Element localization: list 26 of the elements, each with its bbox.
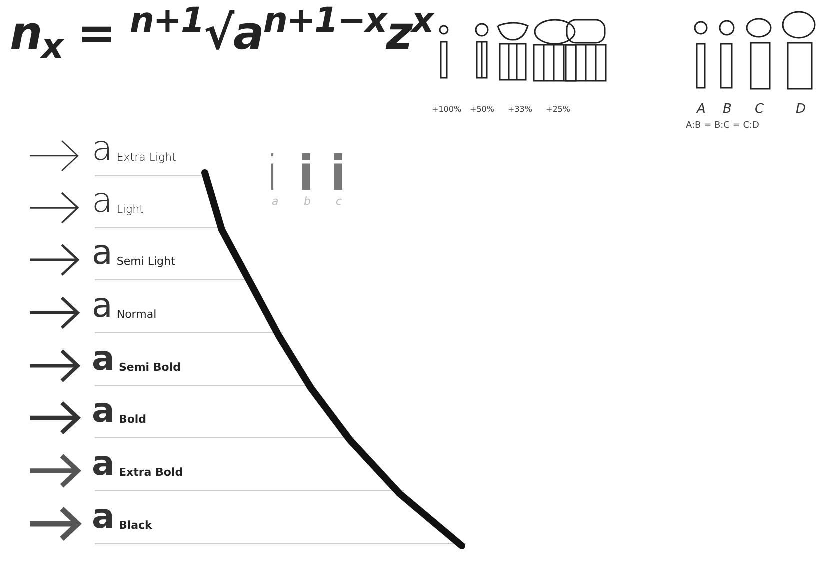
weight-name: Extra Bold	[118, 467, 184, 481]
weight-name: Semi Bold	[118, 362, 181, 376]
weight-name: Extra Light	[116, 152, 176, 166]
sample-glyph: a	[92, 342, 115, 376]
percent-label: +50%	[470, 104, 494, 116]
sample-glyph: a	[92, 132, 113, 166]
weight-name: Black	[118, 520, 152, 534]
percent-label: +100%	[432, 104, 462, 116]
column-letter: D	[796, 101, 806, 119]
percent-label: +25%	[546, 104, 570, 116]
ratio-label: A:B = B:C = C:D	[686, 120, 760, 133]
formula: n$_{x}$ = $^{n+1}$√a$^{n+1−x}$z$^{x}$	[10, 6, 433, 60]
sample-glyph: a	[92, 184, 113, 218]
sample-glyph: a	[92, 447, 115, 481]
column-letter: B	[723, 101, 732, 119]
sample-glyph: a	[92, 236, 113, 270]
weight-name: Semi Light	[116, 256, 176, 270]
sample-glyph: a	[92, 289, 113, 323]
percent-label: +33%	[508, 104, 532, 116]
sample-glyph: a	[92, 394, 115, 428]
column-letter: C	[755, 101, 764, 119]
column-letter: A	[697, 101, 706, 119]
weight-name: Bold	[118, 414, 147, 428]
weight-name: Light	[116, 204, 144, 218]
sample-glyph: a	[92, 500, 115, 534]
weight-name: Normal	[116, 309, 157, 323]
